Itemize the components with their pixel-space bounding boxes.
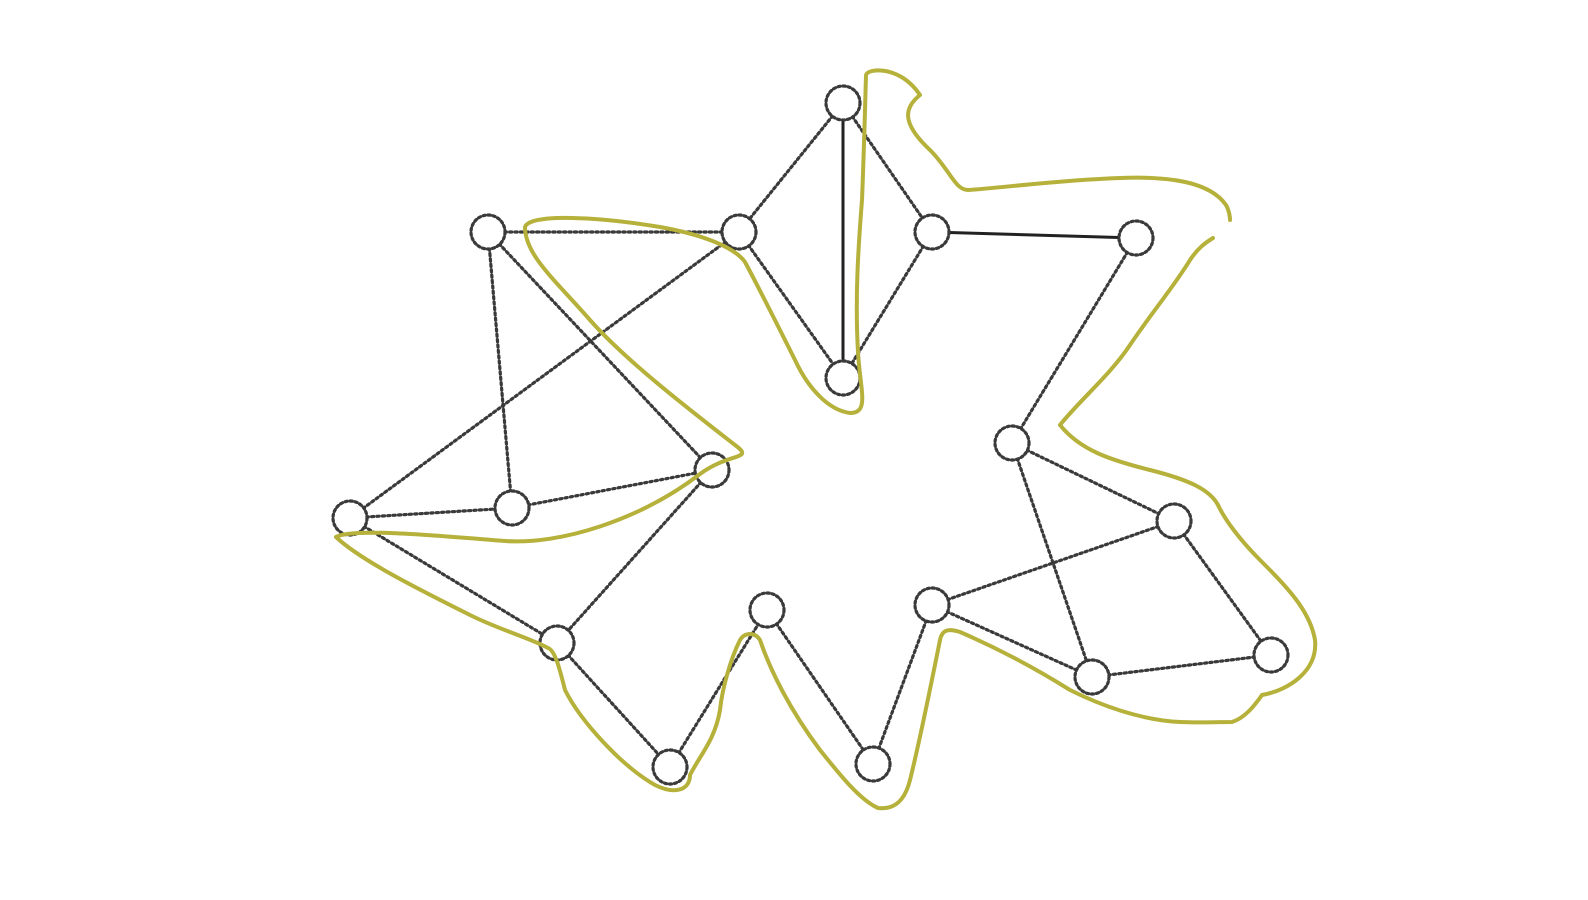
- graph-edge-dotted: [486, 230, 714, 472]
- graph-edge-dotted: [1010, 236, 1138, 445]
- graph-node: [1073, 658, 1111, 696]
- hand-drawn-outline: [334, 68, 1232, 544]
- graph-node: [1155, 502, 1193, 540]
- graph-node: [748, 591, 786, 629]
- graph-node: [1252, 636, 1290, 674]
- node-layer: [331, 84, 1290, 786]
- graph-edge-dotted: [555, 468, 714, 645]
- graph-node: [493, 489, 531, 527]
- graph-edge-dotted: [555, 641, 672, 769]
- graph-node: [913, 213, 951, 251]
- graph-edge-dotted: [765, 608, 875, 766]
- graph-node: [913, 586, 951, 624]
- graph-edge-dotted: [930, 603, 1094, 679]
- graph-node: [693, 451, 731, 489]
- graph-node: [469, 213, 507, 251]
- graph-edge-dotted: [486, 230, 514, 510]
- graph-edge-dotted: [841, 101, 934, 234]
- hand-drawn-annotation-layer: [334, 68, 1318, 811]
- graph-edge-dotted: [1090, 653, 1273, 679]
- hand-drawn-outline: [334, 535, 1264, 811]
- graph-node: [1117, 219, 1155, 257]
- graph-node: [824, 359, 862, 397]
- graph-edge-dotted: [348, 230, 741, 520]
- graph-node: [824, 84, 862, 122]
- graph-edge-dotted: [510, 468, 714, 510]
- graph-node: [993, 424, 1031, 462]
- graph-edge-dotted: [737, 101, 845, 234]
- edge-layer: [348, 101, 1273, 769]
- graph-node: [331, 499, 369, 537]
- graph-node: [651, 748, 689, 786]
- graph-edge-dotted: [1010, 441, 1094, 679]
- hand-drawn-outline: [1058, 236, 1318, 697]
- graph-edge-dotted: [348, 506, 514, 520]
- graph-node: [854, 745, 892, 783]
- graph-edge-dotted: [1010, 441, 1176, 523]
- graph-node: [720, 213, 758, 251]
- graph-node: [538, 624, 576, 662]
- graph-edge-dotted: [1172, 519, 1273, 657]
- graph-edge-dotted: [668, 608, 769, 769]
- graph-edge-dotted: [348, 516, 559, 645]
- graph-edge-solid: [930, 230, 1138, 240]
- graph-edge-dotted: [871, 603, 934, 766]
- graph-edge-dotted: [737, 230, 845, 380]
